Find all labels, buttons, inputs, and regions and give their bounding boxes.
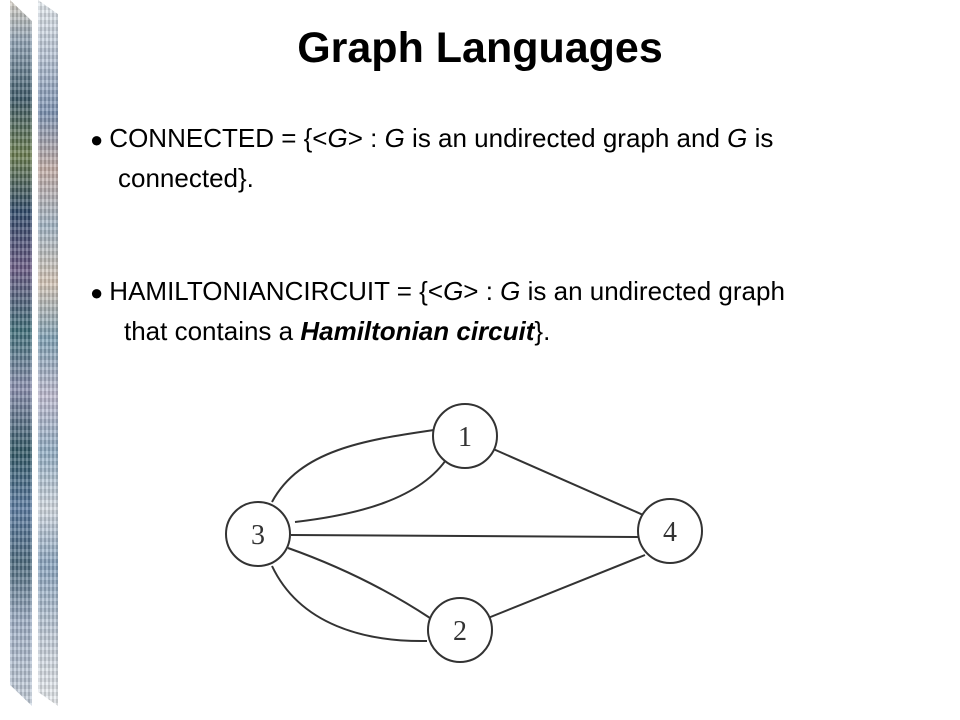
encoding-close: > — [347, 123, 363, 153]
hamiltonian-circuit-term: Hamiltonian circuit — [300, 316, 535, 346]
encoding-open: < — [427, 276, 444, 306]
graph-edges — [271, 429, 651, 643]
bullet-hamiltonian-line2: that contains a Hamiltonian circuit}. — [90, 312, 950, 350]
node-4: 4 — [637, 498, 703, 564]
graph-var: G — [727, 123, 748, 153]
bullet-hamiltonian: ●HAMILTONIANCIRCUIT = {<G> : G is an und… — [90, 272, 950, 350]
separator: : — [478, 276, 501, 306]
graph-figure: 1 2 3 4 — [225, 403, 703, 663]
edge-3-2-inner — [287, 547, 431, 619]
graph-var: G — [500, 276, 521, 306]
node-1: 1 — [432, 403, 498, 469]
edge-3-4 — [290, 534, 639, 538]
definition-text: that contains a — [124, 316, 301, 346]
edge-1-3-inner — [294, 456, 449, 523]
node-label-4: 4 — [663, 517, 677, 548]
definition-text: is an undirected graph and — [404, 123, 728, 153]
node-label-2: 2 — [453, 616, 467, 647]
edge-1-4 — [490, 447, 651, 519]
decorative-fabric-strip-right — [38, 0, 58, 706]
node-label-3: 3 — [251, 520, 265, 551]
set-close: }. — [534, 316, 551, 346]
separator: : — [362, 123, 385, 153]
edge-3-2-outer — [271, 565, 428, 643]
node-2: 2 — [427, 597, 493, 663]
decorative-fabric-strip-left — [10, 0, 32, 706]
graph-var: G — [443, 276, 464, 306]
edge-2-4 — [487, 554, 646, 619]
bullet-dot-icon: ● — [90, 280, 104, 305]
encoding-open: < — [312, 123, 328, 153]
graph-var: G — [327, 123, 348, 153]
set-open: = { — [389, 276, 428, 306]
definition-text: is an undirected graph — [520, 276, 785, 306]
definition-text: is — [747, 123, 774, 153]
language-name-hamiltonian: HAMILTONIANCIRCUIT — [109, 276, 390, 306]
node-label-1: 1 — [458, 422, 472, 453]
graph-var: G — [384, 123, 405, 153]
slide-title: Graph Languages — [297, 24, 663, 72]
encoding-close: > — [463, 276, 479, 306]
set-open: = { — [273, 123, 313, 153]
language-name-connected: CONNECTED — [109, 123, 274, 153]
node-3: 3 — [225, 501, 291, 567]
bullet-connected-line2: connected}. — [118, 163, 254, 193]
bullet-connected: ●CONNECTED = {<G> : G is an undirected g… — [90, 119, 940, 197]
bullet-dot-icon: ● — [90, 127, 104, 152]
edge-1-3-outer — [271, 429, 435, 503]
